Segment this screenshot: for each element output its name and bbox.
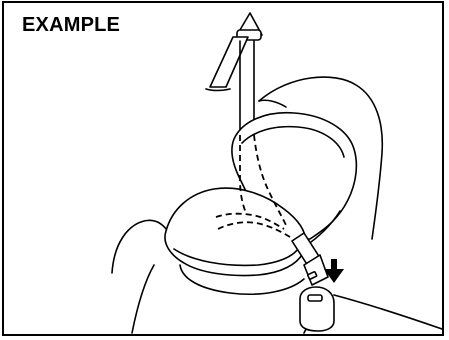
- seat-belt-buckle-icon: [300, 287, 334, 331]
- down-arrow-icon: [324, 259, 344, 283]
- figure-frame: EXAMPLE: [2, 1, 444, 336]
- seat-belt-illustration: [4, 3, 444, 334]
- seat-icon: [165, 113, 356, 294]
- belt-strap: [240, 41, 254, 133]
